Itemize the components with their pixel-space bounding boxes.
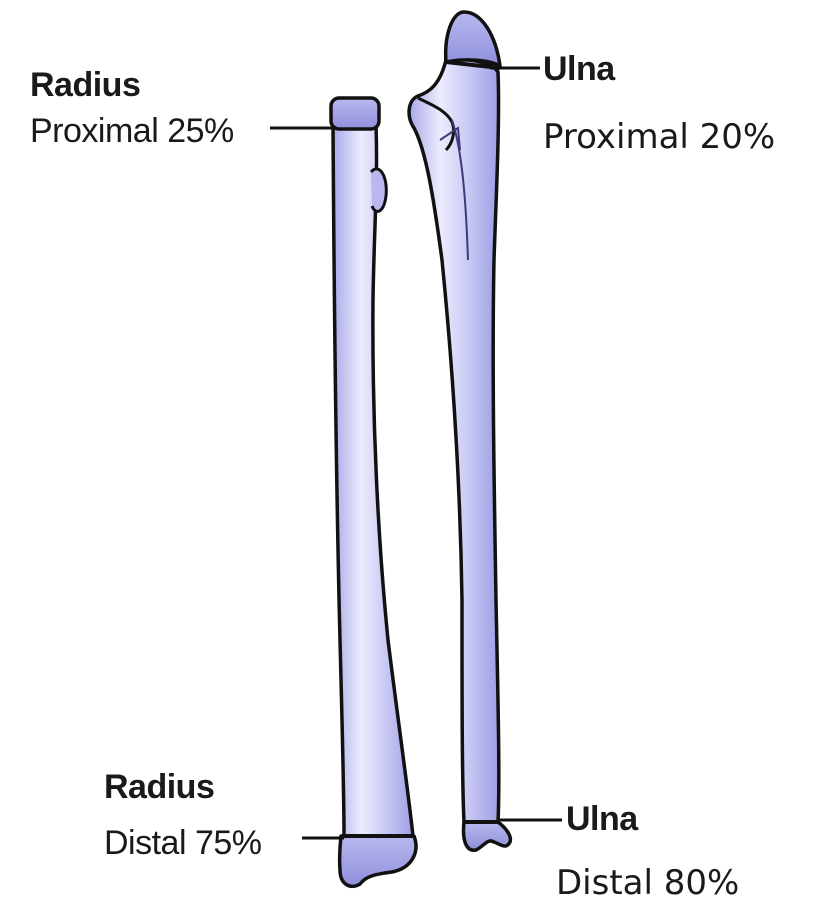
label-ulna-proximal-bone: Ulna: [543, 52, 615, 86]
label-radius-proximal-detail: Proximal 25%: [30, 114, 234, 148]
radius-distal-end: [340, 836, 416, 886]
label-radius-distal-detail: Distal 75%: [104, 826, 262, 860]
ulna-olecranon: [446, 12, 500, 66]
label-radius-proximal-bone: Radius: [30, 68, 140, 102]
radius-bone: [331, 98, 416, 886]
label-ulna-distal-detail: Distal 80%: [556, 866, 739, 900]
label-ulna-distal-bone: Ulna: [566, 802, 638, 836]
label-radius-distal-bone: Radius: [104, 770, 214, 804]
label-ulna-proximal-detail: Proximal 20%: [543, 120, 775, 154]
ulna-bone: [409, 12, 510, 850]
ulna-shaft: [409, 60, 499, 823]
radius-shaft: [333, 126, 413, 836]
radius-head: [331, 98, 379, 129]
ulna-distal-end: [464, 822, 511, 850]
radius-tuberosity: [371, 169, 386, 212]
